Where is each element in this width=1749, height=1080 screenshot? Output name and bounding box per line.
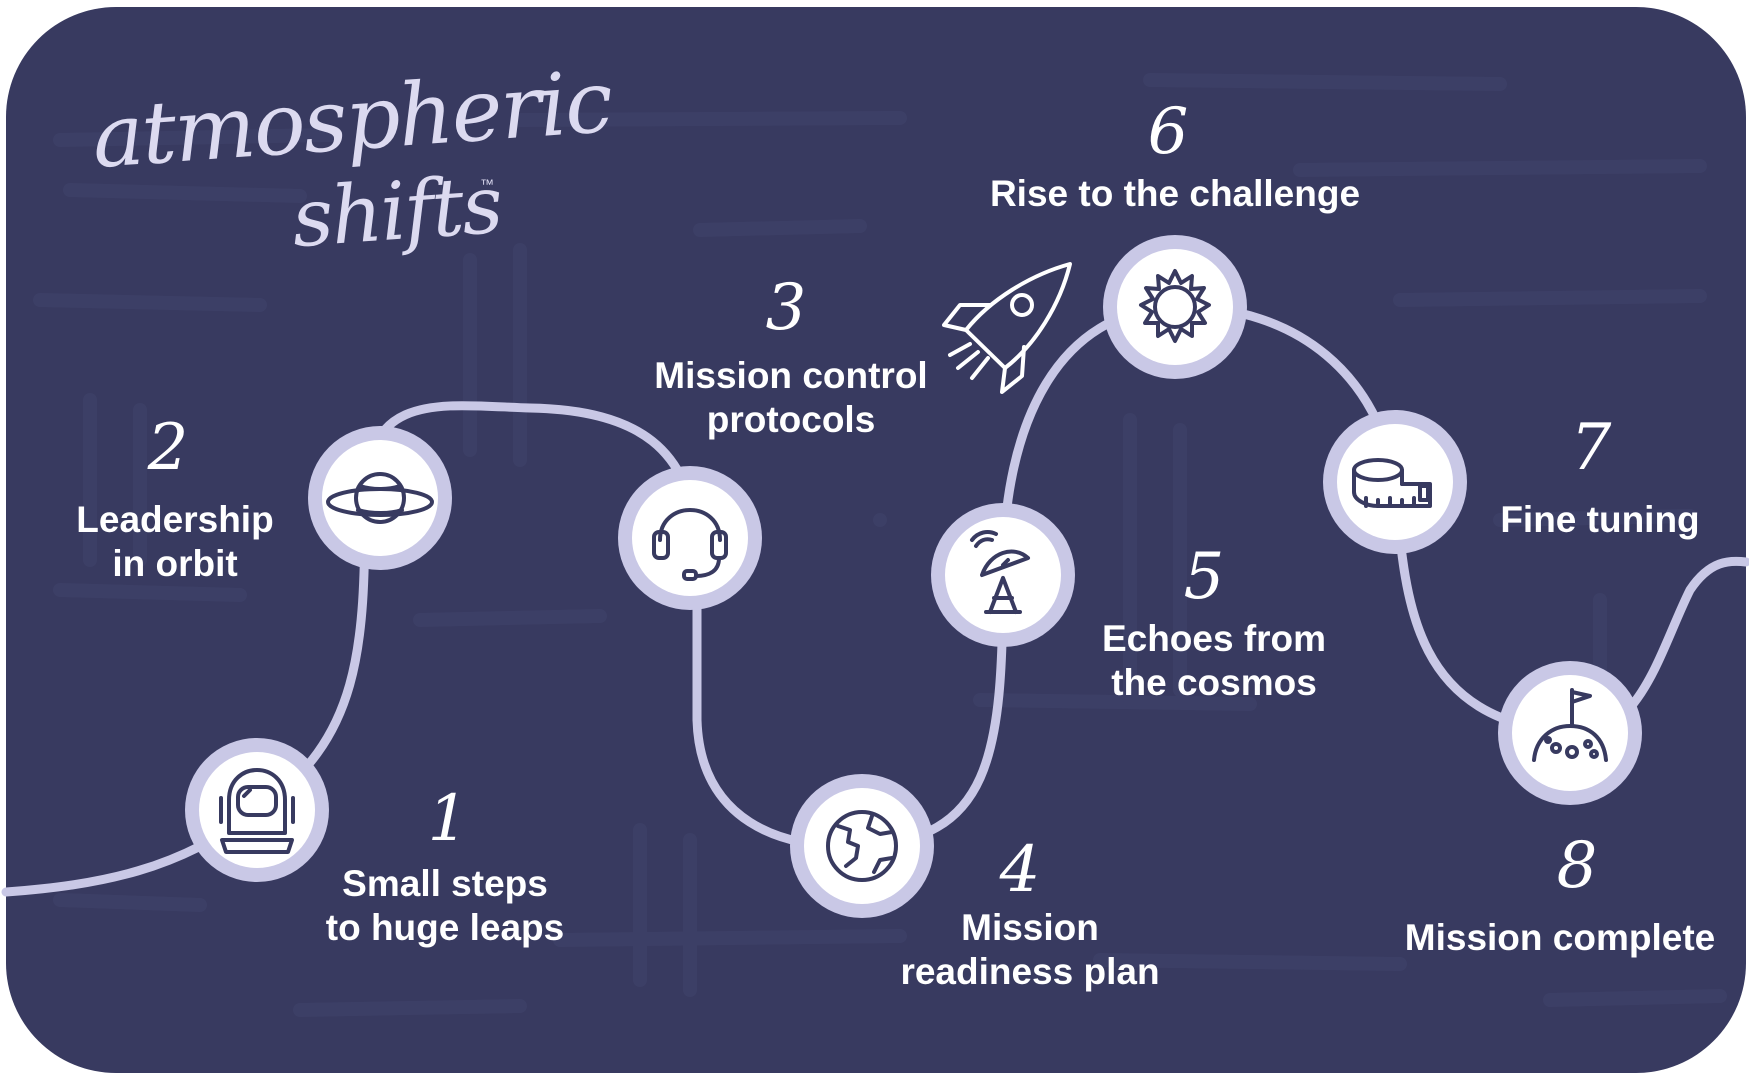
- step-label-6: Rise to the challenge: [960, 172, 1390, 216]
- step-label-1: Small steps to huge leaps: [295, 862, 595, 950]
- sun-icon: [1139, 269, 1211, 343]
- step-number-7: 7: [1570, 411, 1612, 485]
- step-node-7: [1323, 410, 1467, 554]
- step-label-3: Mission control protocols: [636, 354, 946, 442]
- step-label-5-line2: the cosmos: [1111, 662, 1317, 703]
- brand-trademark: ™: [480, 176, 494, 192]
- rocket-icon: [942, 262, 1072, 394]
- astronaut-helmet-icon: [219, 768, 295, 854]
- brand-line2: shifts: [288, 157, 504, 266]
- step-label-4-line2: readiness plan: [900, 951, 1160, 992]
- step-number-1: 1: [427, 782, 469, 856]
- step-node-1: [185, 738, 329, 882]
- headset-icon: [652, 508, 728, 581]
- step-node-6: [1103, 235, 1247, 379]
- step-node-5: [931, 503, 1075, 647]
- measuring-tape-icon: [1352, 458, 1432, 508]
- step-label-4: Mission readiness plan: [870, 906, 1190, 994]
- step-number-6: 6: [1147, 95, 1189, 169]
- brush-texture: [33, 73, 1727, 1017]
- step-label-1-line1: Small steps: [342, 863, 548, 904]
- step-label-2: Leadership in orbit: [40, 498, 310, 586]
- step-label-6-line1: Rise to the challenge: [989, 173, 1361, 214]
- step-label-5: Echoes from the cosmos: [1074, 617, 1354, 705]
- step-node-3: [618, 466, 762, 610]
- step-label-5-line1: Echoes from: [1101, 618, 1327, 659]
- step-label-3-line2: protocols: [706, 399, 876, 440]
- step-node-8: [1498, 661, 1642, 805]
- brand-logo: atmospheric shifts ™: [89, 52, 614, 280]
- step-node-4: [790, 774, 934, 918]
- step-label-2-line2: in orbit: [112, 543, 238, 584]
- step-label-8-line1: Mission complete: [1404, 917, 1716, 958]
- step-number-8: 8: [1556, 829, 1598, 903]
- globe-icon: [826, 810, 898, 882]
- step-label-7-line1: Fine tuning: [1500, 499, 1700, 540]
- step-number-3: 3: [765, 271, 807, 345]
- step-label-1-line2: to huge leaps: [325, 907, 565, 948]
- planet-ring-icon: [326, 472, 434, 524]
- step-label-7: Fine tuning: [1480, 498, 1720, 542]
- step-label-3-line1: Mission control: [654, 355, 928, 396]
- step-number-2: 2: [147, 411, 189, 485]
- step-node-2: [308, 426, 452, 570]
- step-label-8: Mission complete: [1390, 916, 1730, 960]
- journey-path: [1, 302, 1749, 897]
- step-number-4: 4: [999, 833, 1041, 907]
- step-label-2-line1: Leadership: [76, 499, 274, 540]
- step-label-4-line1: Mission: [961, 907, 1099, 948]
- moon-flag-icon: [1532, 688, 1608, 762]
- satellite-dish-icon: [970, 530, 1030, 614]
- step-number-5: 5: [1183, 540, 1225, 614]
